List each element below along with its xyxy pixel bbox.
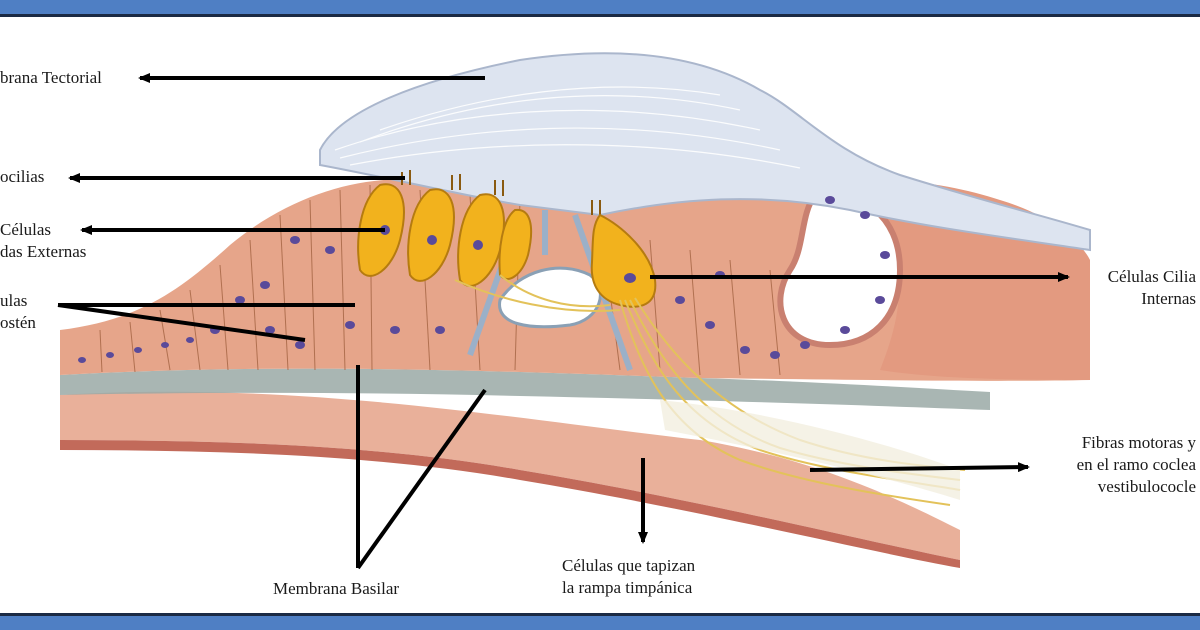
leader-lines [57, 73, 1070, 570]
line-sosten-2 [57, 303, 306, 342]
tunnel-of-corti [498, 266, 602, 329]
tectorial-fibers [334, 86, 801, 169]
bottom-frame-bar [0, 613, 1200, 630]
line-basilar-2 [356, 388, 487, 570]
stereocilia [401, 170, 601, 215]
spiral-lamina [660, 400, 960, 500]
label-membrana-tectorial: brana Tectorial [0, 68, 102, 87]
label-estereocilias: ocilias [0, 167, 45, 186]
inner-sulcus [777, 190, 904, 349]
label-membrana-basilar: Membrana Basilar [273, 579, 400, 598]
label-fibras-motoras: Fibras motoras y en el ramo coclea vesti… [1076, 433, 1196, 496]
inner-hair-cell [590, 213, 657, 308]
basilar-membrane-band [60, 368, 990, 410]
lower-tissue [60, 391, 960, 560]
top-frame-bar [0, 0, 1200, 17]
arrow-fibras [809, 462, 1030, 473]
label-rampa-timpanica: Células que tapizan la rampa timpánica [562, 556, 696, 597]
label-celulas-internas: Células Cilia Internas [1107, 267, 1196, 308]
label-celulas-sosten: ulas ostén [0, 291, 36, 332]
label-celulas-externas: Células das Externas [0, 220, 87, 261]
outer-hair-cells [357, 183, 533, 287]
